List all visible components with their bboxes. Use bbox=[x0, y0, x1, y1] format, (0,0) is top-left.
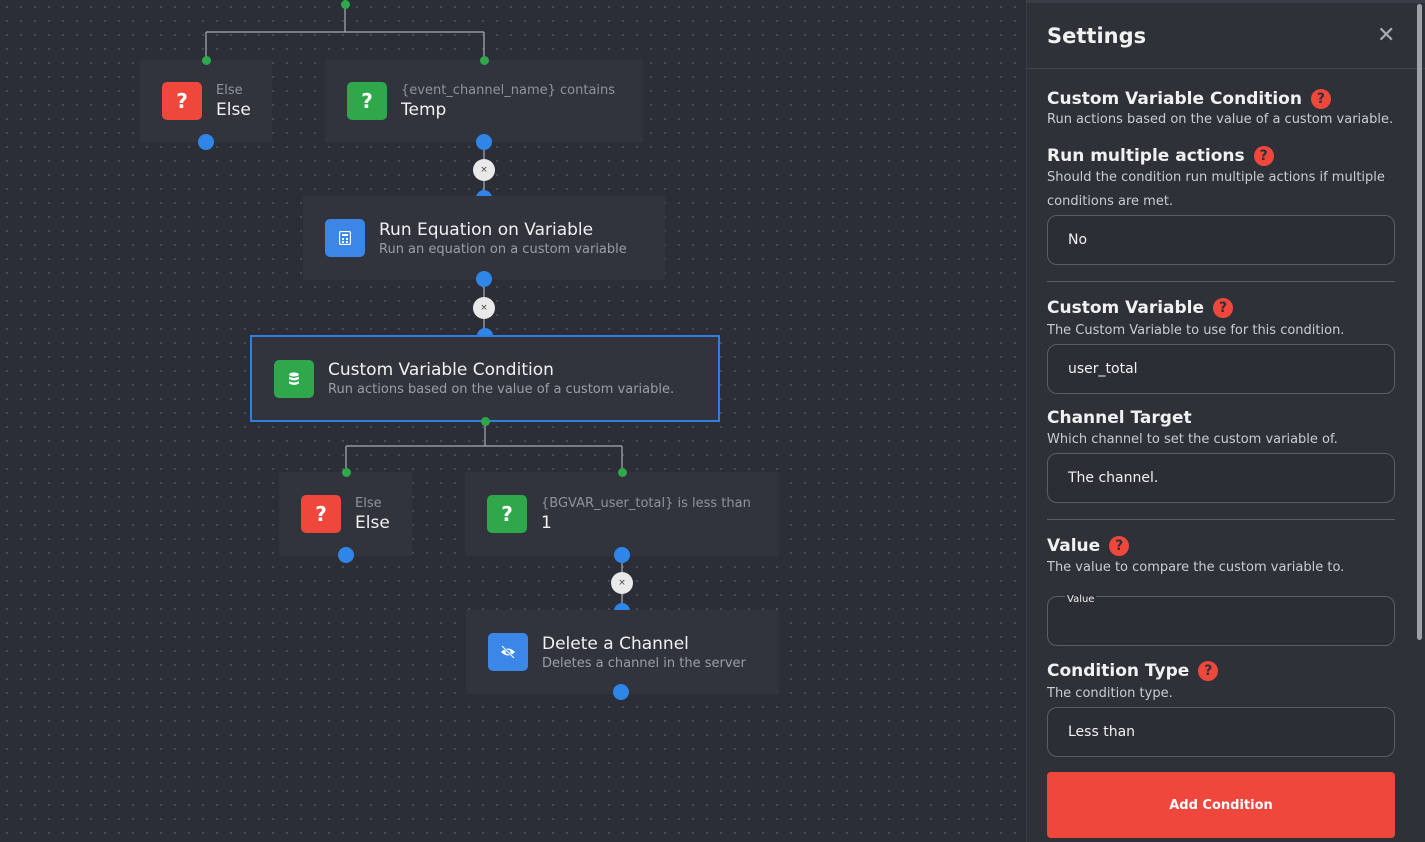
node-description: Run an equation on a custom variable bbox=[379, 241, 627, 257]
output-handle[interactable] bbox=[476, 134, 492, 150]
question-icon: ? bbox=[162, 82, 202, 120]
link-dot[interactable] bbox=[481, 417, 490, 426]
output-handle[interactable] bbox=[198, 134, 214, 150]
settings-panel: Settings ✕ Custom Variable Condition ? R… bbox=[1026, 0, 1425, 842]
node-value: Else bbox=[216, 99, 251, 120]
run-multiple-description: Should the condition run multiple action… bbox=[1047, 170, 1385, 209]
help-icon[interactable]: ? bbox=[1213, 298, 1234, 318]
eye-slash-icon bbox=[488, 633, 528, 671]
else-node[interactable]: ? Else Else bbox=[140, 60, 272, 142]
node-subtitle: {BGVAR_user_total} is less than bbox=[541, 495, 751, 511]
run-multiple-label: Run multiple actions ? bbox=[1047, 146, 1274, 166]
question-icon: ? bbox=[487, 495, 527, 533]
question-icon: ? bbox=[301, 495, 341, 533]
custom-variable-select[interactable]: user_total bbox=[1047, 344, 1395, 394]
block-description: Run actions based on the value of a cust… bbox=[1047, 112, 1394, 127]
condition-node[interactable]: ? {BGVAR_user_total} is less than 1 bbox=[465, 472, 779, 556]
channel-target-select[interactable]: The channel. bbox=[1047, 453, 1395, 503]
condition-type-select[interactable]: Less than bbox=[1047, 707, 1395, 757]
select-value: Less than bbox=[1068, 724, 1136, 740]
node-title: Delete a Channel bbox=[542, 633, 689, 654]
output-handle[interactable] bbox=[476, 271, 492, 287]
run-equation-node[interactable]: Run Equation on Variable Run an equation… bbox=[303, 196, 665, 280]
value-label: Value ? bbox=[1047, 536, 1130, 556]
node-description: Deletes a channel in the server bbox=[542, 655, 746, 671]
node-description: Run actions based on the value of a cust… bbox=[328, 382, 675, 397]
database-icon bbox=[274, 359, 314, 398]
help-icon[interactable]: ? bbox=[1310, 89, 1331, 109]
custom-variable-description: The Custom Variable to use for this cond… bbox=[1047, 323, 1345, 338]
select-value: No bbox=[1068, 232, 1088, 248]
link-dot[interactable] bbox=[480, 56, 489, 65]
delete-channel-node[interactable]: Delete a Channel Deletes a channel in th… bbox=[466, 610, 779, 694]
branch-link-customvar bbox=[345, 422, 623, 472]
condition-type-description: The condition type. bbox=[1047, 686, 1173, 701]
node-value: 1 bbox=[541, 512, 552, 533]
link-dot[interactable] bbox=[618, 468, 627, 477]
node-subtitle: Else bbox=[355, 495, 382, 511]
value-placeholder: Value bbox=[1065, 594, 1097, 605]
branch-link-top bbox=[205, 0, 485, 60]
condition-type-label: Condition Type ? bbox=[1047, 661, 1219, 681]
add-condition-button[interactable]: Add Condition bbox=[1047, 772, 1395, 838]
help-icon[interactable]: ? bbox=[1253, 146, 1274, 166]
close-icon[interactable]: ✕ bbox=[1377, 23, 1396, 48]
workflow-canvas[interactable]: ? Else Else ? {event_channel_name} conta… bbox=[0, 0, 1026, 842]
remove-link-button[interactable]: × bbox=[473, 159, 495, 181]
remove-link-button[interactable]: × bbox=[611, 572, 633, 594]
remove-link-button[interactable]: × bbox=[473, 297, 495, 319]
node-title: Custom Variable Condition bbox=[328, 360, 554, 380]
link-dot[interactable] bbox=[342, 468, 351, 477]
value-description: The value to compare the custom variable… bbox=[1047, 560, 1345, 575]
node-subtitle: Else bbox=[216, 82, 243, 98]
channel-target-description: Which channel to set the custom variable… bbox=[1047, 432, 1338, 447]
link-dot[interactable] bbox=[341, 0, 350, 9]
output-handle[interactable] bbox=[338, 547, 354, 563]
node-value: Temp bbox=[401, 99, 447, 120]
channel-target-label: Channel Target bbox=[1047, 408, 1192, 428]
divider bbox=[1047, 281, 1395, 282]
panel-top-border bbox=[1027, 0, 1425, 3]
custom-variable-label: Custom Variable ? bbox=[1047, 298, 1234, 318]
question-icon: ? bbox=[347, 82, 387, 120]
calculator-icon bbox=[325, 219, 365, 257]
select-value: The channel. bbox=[1068, 470, 1159, 486]
node-value: Else bbox=[355, 512, 390, 533]
settings-title: Settings bbox=[1047, 24, 1147, 48]
select-value: user_total bbox=[1068, 361, 1138, 377]
help-icon[interactable]: ? bbox=[1198, 661, 1219, 681]
else-node[interactable]: ? Else Else bbox=[279, 472, 412, 556]
node-title: Run Equation on Variable bbox=[379, 219, 594, 240]
value-input[interactable]: Value bbox=[1047, 594, 1395, 646]
settings-header: Settings ✕ bbox=[1027, 3, 1425, 69]
link-dot[interactable] bbox=[202, 56, 211, 65]
output-handle[interactable] bbox=[614, 547, 630, 563]
block-title: Custom Variable Condition ? bbox=[1047, 89, 1331, 109]
condition-node[interactable]: ? {event_channel_name} contains Temp bbox=[325, 60, 643, 142]
scrollbar[interactable] bbox=[1417, 4, 1422, 640]
help-icon[interactable]: ? bbox=[1109, 536, 1130, 556]
divider bbox=[1047, 519, 1395, 520]
custom-variable-condition-node[interactable]: Custom Variable Condition Run actions ba… bbox=[250, 335, 720, 422]
node-subtitle: {event_channel_name} contains bbox=[401, 82, 616, 98]
run-multiple-select[interactable]: No bbox=[1047, 215, 1395, 265]
output-handle[interactable] bbox=[613, 684, 629, 700]
